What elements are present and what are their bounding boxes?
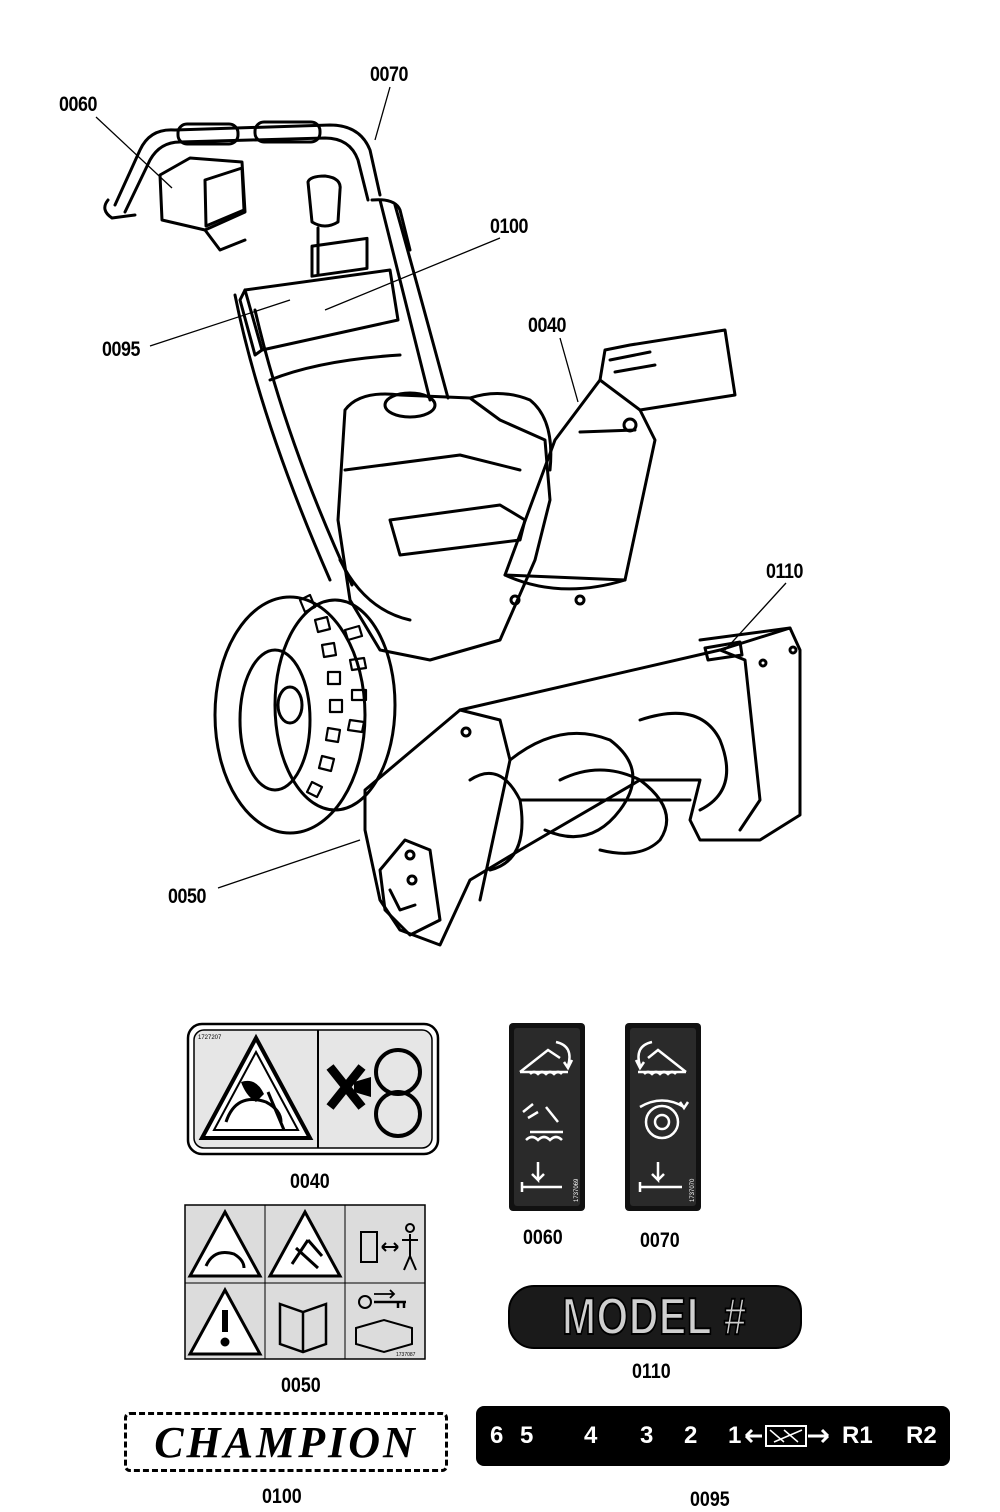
gear-3: 3 xyxy=(640,1422,654,1449)
handle-left xyxy=(113,123,382,207)
decal-0060-part-number: 1737069 xyxy=(574,1178,580,1202)
control-box xyxy=(158,156,247,232)
handle-grip-right xyxy=(253,120,322,144)
handle-grip-left xyxy=(176,122,240,146)
callout-0060: 0060 xyxy=(59,93,98,116)
decal-0050-part-number: 1737087 xyxy=(396,1352,416,1358)
key-icon xyxy=(358,1295,372,1309)
callout-0100: 0100 xyxy=(490,215,529,238)
gear-4: 4 xyxy=(584,1422,598,1449)
decal-0070-part-number: 1737070 xyxy=(690,1178,696,1202)
decal-0095: 6 5 4 3 2 1 R1 R2 xyxy=(476,1406,950,1466)
skid-shoe xyxy=(378,838,442,937)
decal-0050: 1737087 xyxy=(184,1204,426,1360)
gear-5: 5 xyxy=(520,1422,534,1449)
dashboard-panel xyxy=(243,268,400,352)
decal-0100: CHAMPION xyxy=(124,1412,448,1472)
keep-distance-icon xyxy=(360,1231,378,1263)
callout-0070: 0070 xyxy=(370,63,409,86)
read-manual-icon xyxy=(278,1302,328,1354)
gear-1: 1 xyxy=(728,1422,742,1449)
callout-0050: 0050 xyxy=(168,885,207,908)
engage-arrow-icon xyxy=(520,1162,562,1192)
wheel-outer xyxy=(213,595,367,835)
auger-spiral xyxy=(508,731,669,855)
snowblower-illustration xyxy=(95,86,802,947)
clear-chute-warning-icon xyxy=(326,1048,422,1138)
decal-0040-part-number: 1727207 xyxy=(198,1035,222,1041)
drive-wheel-icon xyxy=(644,1104,680,1140)
engine-housing xyxy=(336,392,552,662)
auger-spray-icon xyxy=(522,1103,563,1134)
drive-arrow-icon xyxy=(638,1162,682,1192)
gear-r2: R2 xyxy=(906,1422,937,1449)
gear-6: 6 xyxy=(490,1422,504,1449)
decal-0040: 1727207 xyxy=(186,1022,440,1156)
decal-0110-caption: 0110 xyxy=(632,1360,671,1383)
decal-0060-caption: 0060 xyxy=(523,1226,563,1249)
decal-0040-caption: 0040 xyxy=(290,1170,330,1193)
callout-0095: 0095 xyxy=(102,338,141,361)
callout-0110: 0110 xyxy=(766,560,804,583)
decal-0050-caption: 0050 xyxy=(281,1374,321,1397)
neutral-shift-icon xyxy=(744,1425,830,1447)
champion-logo-text: CHAMPION xyxy=(154,1417,418,1467)
auger-housing xyxy=(363,626,802,947)
decal-0070: 1737070 xyxy=(625,1023,701,1211)
decal-0095-caption: 0095 xyxy=(690,1488,730,1511)
decal-0110: MODEL # xyxy=(508,1285,802,1349)
shift-lever xyxy=(306,174,342,228)
model-number-label: MODEL # xyxy=(562,1287,748,1347)
callout-0040: 0040 xyxy=(528,314,567,337)
decal-0070-caption: 0070 xyxy=(640,1229,680,1252)
gear-2: 2 xyxy=(684,1422,698,1449)
discharge-chute xyxy=(503,328,737,582)
gear-r1: R1 xyxy=(842,1422,873,1449)
decal-0060: 1737069 xyxy=(509,1023,585,1211)
decal-0100-caption: 0100 xyxy=(262,1485,302,1508)
